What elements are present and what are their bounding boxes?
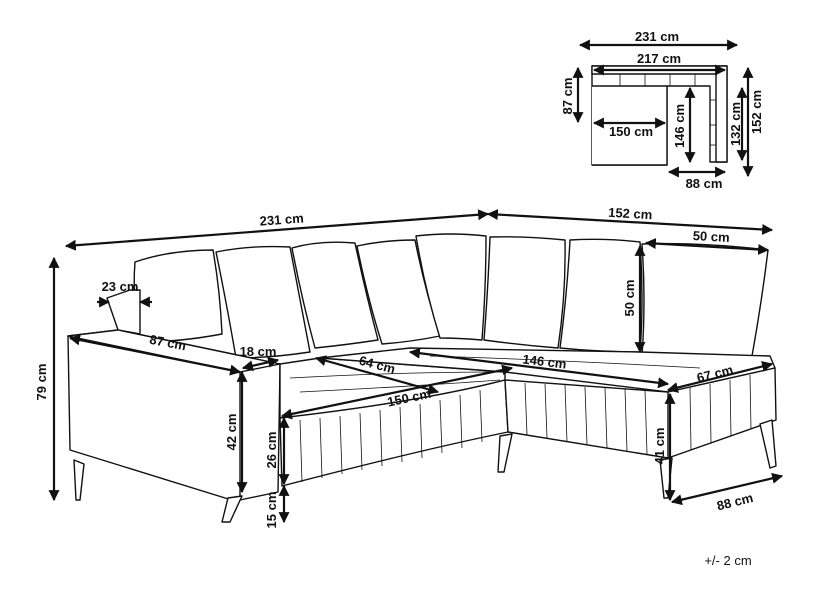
tolerance-note: +/- 2 cm	[704, 553, 751, 568]
label-total-depth: 152 cm	[608, 205, 653, 222]
chaise-base-stripes	[524, 374, 752, 455]
label-back-cushion-width: 50 cm	[692, 228, 730, 245]
leg-front-mid	[221, 495, 243, 523]
label-total-width: 231 cm	[259, 210, 304, 228]
tv-label-chaise-width: 88 cm	[686, 176, 723, 191]
leg-back-mid	[497, 433, 513, 473]
dim-total-depth	[486, 209, 774, 235]
back-cushion-8	[641, 242, 769, 358]
label-armrest-height: 42 cm	[224, 414, 239, 451]
tv-label-total-length: 152 cm	[749, 90, 764, 134]
back-cushion-6	[483, 236, 566, 349]
label-back-cushion-height: 50 cm	[622, 280, 637, 317]
tv-label-depth: 87 cm	[560, 78, 575, 115]
label-corner-seat-width: 146 cm	[522, 351, 568, 371]
left-armrest	[106, 289, 141, 335]
label-total-height: 79 cm	[34, 364, 49, 401]
leg-chaise-back	[759, 419, 777, 469]
dim-chaise-width	[666, 361, 774, 393]
tv-label-outer-width: 231 cm	[635, 29, 679, 44]
label-chaise-front-height: 41 cm	[652, 428, 667, 465]
label-armrest-depth: 87 cm	[148, 332, 187, 354]
dim-armrest-top	[241, 356, 280, 372]
dim-chaise-depth	[670, 472, 784, 506]
tv-label-seat-width: 150 cm	[609, 124, 653, 139]
top-view-backrest	[591, 65, 728, 163]
label-seat-height: 26 cm	[264, 432, 279, 469]
dim-back-cushion-width	[644, 238, 770, 255]
back-cushion-1	[133, 249, 223, 343]
dim-total-width	[64, 209, 490, 251]
dim-armrest-depth	[68, 334, 242, 376]
label-leg-height: 15 cm	[264, 492, 279, 529]
tv-label-chaise-length: 132 cm	[728, 102, 743, 146]
label-armrest-top: 18 cm	[240, 344, 277, 359]
tv-label-chaise-inner: 146 cm	[672, 104, 687, 148]
top-view: 231 cm 217 cm 87 cm 150 cm 146 cm 132 cm…	[560, 29, 764, 191]
dim-corner-seat-width	[408, 347, 670, 389]
leg-front-left	[73, 459, 85, 501]
label-armrest-width: 23 cm	[102, 279, 139, 294]
label-chaise-depth: 88 cm	[715, 490, 754, 513]
tv-label-inner-width: 217 cm	[637, 51, 681, 66]
